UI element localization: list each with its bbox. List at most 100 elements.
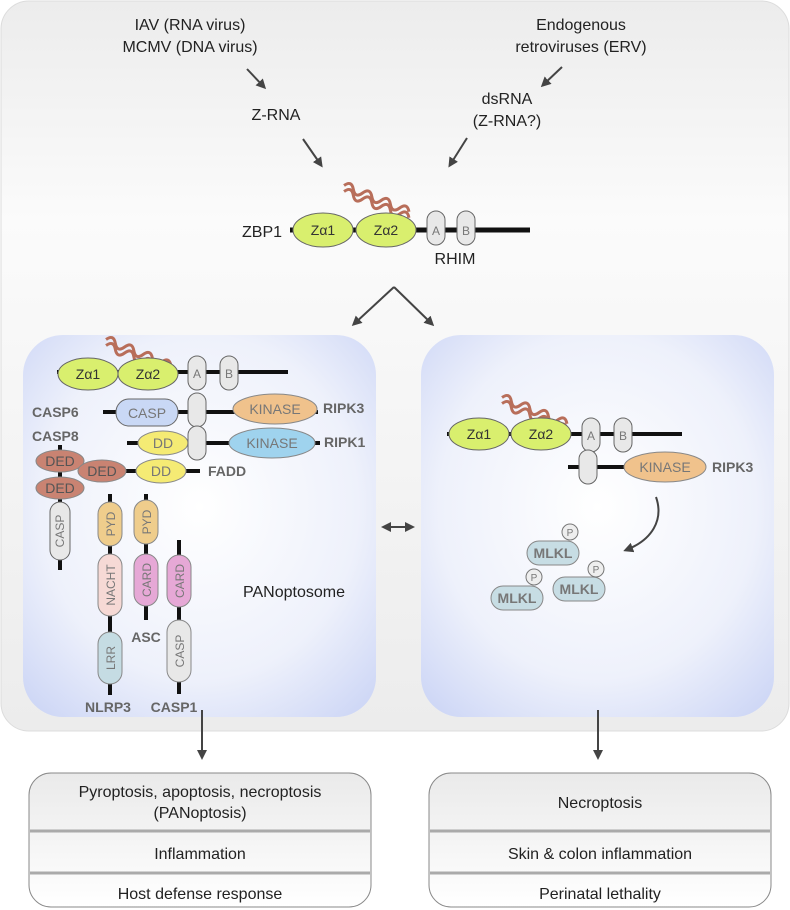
phospho-1 xyxy=(561,523,579,541)
zbp1-label: ZBP1 xyxy=(242,224,282,241)
panoptosome-panel xyxy=(23,335,376,717)
left-outcome-3: Host defense response xyxy=(118,886,283,903)
right-outcome-2: Skin & colon inflammation xyxy=(508,846,692,863)
svg-text:A: A xyxy=(432,224,440,238)
arrow-to-panoptosome xyxy=(351,286,395,327)
arrow-erv-to-dsrna xyxy=(540,66,563,88)
rhim-a-domain xyxy=(426,210,446,246)
svg-text:Zα1: Zα1 xyxy=(76,366,101,382)
mlkl-2 xyxy=(490,585,544,611)
svg-text:PYD: PYD xyxy=(140,509,154,534)
phospho-3 xyxy=(587,560,605,578)
mlkl-1 xyxy=(526,540,580,566)
svg-text:Zα2: Zα2 xyxy=(374,222,399,238)
z-rna-strand xyxy=(343,181,411,213)
erv-label-line2: retroviruses (ERV) xyxy=(515,39,646,56)
ripk1-label: RIPK1 xyxy=(324,434,365,450)
right-ripk3-label: RIPK3 xyxy=(712,459,753,475)
right-za1-domain xyxy=(448,417,510,451)
svg-text:DED: DED xyxy=(87,463,117,479)
right-zbp1: Zα1 Zα2 A B xyxy=(447,393,682,453)
nlrp3-label: NLRP3 xyxy=(85,699,131,715)
arrow-to-necroptosis xyxy=(393,286,435,327)
svg-text:Zα2: Zα2 xyxy=(136,366,161,382)
svg-text:Zα1: Zα1 xyxy=(467,426,492,442)
necroptosis-panel xyxy=(421,335,774,717)
casp8-fadd-assembly: DED DED DED DD FADD CASP xyxy=(35,445,246,570)
right-ripk3-kinase-domain xyxy=(623,451,707,483)
ripk3-kinase-domain xyxy=(232,393,318,425)
left-outcomes-box: Pyroptosis, apoptosis, necroptosis (PANo… xyxy=(28,772,372,908)
left-outcome-1: Pyroptosis, apoptosis, necroptosis xyxy=(79,784,322,801)
casp8-label: CASP8 xyxy=(32,428,79,444)
asc-pyd-domain xyxy=(133,499,159,545)
dsrna-label: dsRNA xyxy=(482,91,533,108)
svg-text:CARD: CARD xyxy=(140,563,154,597)
asc: PYD CARD ASC xyxy=(131,494,161,645)
left-zbp1: Zα1 Zα2 A B xyxy=(57,335,288,391)
fadd-label: FADD xyxy=(208,463,246,479)
arrow-dsrna-to-zbp1 xyxy=(448,137,468,168)
casp1-casp-domain xyxy=(166,619,192,683)
svg-text:DD: DD xyxy=(153,435,173,451)
casp6-casp-domain xyxy=(115,398,179,427)
asc-label: ASC xyxy=(131,629,161,645)
svg-text:B: B xyxy=(225,367,233,381)
mlkl-molecules: MLKL P MLKL P MLKL P xyxy=(490,523,606,611)
svg-text:KINASE: KINASE xyxy=(246,435,297,451)
svg-text:DED: DED xyxy=(45,453,75,469)
nlrp3-lrr-domain xyxy=(97,631,123,685)
casp8-casp-domain xyxy=(49,501,71,561)
svg-text:B: B xyxy=(462,224,470,238)
left-outcome-2: Inflammation xyxy=(154,846,246,863)
svg-text:LRR: LRR xyxy=(104,646,118,670)
right-outcome-1: Necroptosis xyxy=(558,795,642,812)
arrow-zrna-to-zbp1 xyxy=(302,138,323,168)
rhim-b-domain xyxy=(456,210,476,246)
viral-inputs: IAV (RNA virus) MCMV (DNA virus) Endogen… xyxy=(122,17,646,130)
zbp1-protein: ZBP1 Zα1 Zα2 A B RHIM xyxy=(242,181,530,268)
rhim-label: RHIM xyxy=(435,251,476,268)
panoptosome-label: PANoptosome xyxy=(243,584,345,601)
svg-text:P: P xyxy=(567,528,574,539)
right-ripk3: KINASE RIPK3 xyxy=(568,449,753,485)
nlrp3: PYD NACHT LRR NLRP3 xyxy=(85,494,131,715)
casp8-ripk1-row: CASP8 DD KINASE RIPK1 xyxy=(32,425,365,461)
svg-text:NACHT: NACHT xyxy=(104,564,118,606)
ripk1-kinase-domain xyxy=(228,427,316,459)
left-za2-domain xyxy=(117,357,179,391)
svg-text:P: P xyxy=(593,565,600,576)
svg-text:MLKL: MLKL xyxy=(534,545,573,561)
ripk3-label: RIPK3 xyxy=(323,400,364,416)
right-za2-domain xyxy=(510,417,572,451)
svg-text:CASP: CASP xyxy=(173,635,187,668)
za2-domain xyxy=(355,212,417,248)
casp1: CARD CASP CASP1 xyxy=(151,540,198,715)
casp8-ded2 xyxy=(35,476,85,500)
split-arrows xyxy=(351,286,435,327)
left-outcome-1b: (PANoptosis) xyxy=(153,805,246,822)
mlkl-3 xyxy=(552,576,606,602)
casp1-label: CASP1 xyxy=(151,699,198,715)
casp6-label: CASP6 xyxy=(32,404,79,420)
svg-text:A: A xyxy=(193,367,201,381)
erv-label-line1: Endogenous xyxy=(536,17,626,34)
top-arrows xyxy=(246,66,563,168)
mcmv-label: MCMV (DNA virus) xyxy=(122,39,257,56)
svg-text:KINASE: KINASE xyxy=(639,459,690,475)
casp8-ded1 xyxy=(35,449,85,473)
casp1-card-domain xyxy=(166,554,192,608)
fadd-dd xyxy=(135,458,187,484)
dsrna-zrna-label: (Z-RNA?) xyxy=(473,113,541,130)
right-outcomes-box: Necroptosis Skin & colon inflammation Pe… xyxy=(428,772,772,908)
arrow-virus-to-zrna xyxy=(246,68,267,90)
nlrp3-pyd-domain xyxy=(97,501,123,547)
svg-text:Zα1: Zα1 xyxy=(311,222,336,238)
svg-text:A: A xyxy=(587,429,595,443)
arrow-ripk3-to-mlkl xyxy=(623,496,660,553)
asc-card-domain xyxy=(133,553,159,607)
iav-label: IAV (RNA virus) xyxy=(135,17,246,34)
svg-text:CARD: CARD xyxy=(173,564,187,598)
svg-text:DD: DD xyxy=(151,463,171,479)
